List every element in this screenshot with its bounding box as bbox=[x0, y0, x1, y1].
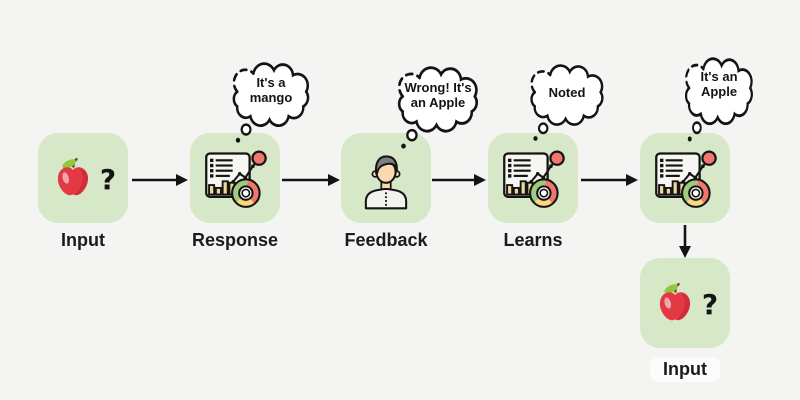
flow-node-feedback: Feedback bbox=[341, 133, 431, 250]
flow-node-input-1: ? Input bbox=[38, 133, 128, 250]
node-box bbox=[640, 133, 730, 223]
thought-cloud-icon bbox=[525, 64, 609, 144]
thought-bubble-learns: Noted bbox=[525, 64, 609, 144]
node-box bbox=[190, 133, 280, 223]
person-icon bbox=[356, 148, 416, 212]
node-box: ? bbox=[640, 258, 730, 348]
thought-text: It's a mango bbox=[249, 75, 293, 105]
node-box: ? bbox=[38, 133, 128, 223]
analytics-chart-icon bbox=[652, 145, 718, 211]
node-label-response: Response bbox=[191, 230, 279, 250]
thought-bubble-response: It's a mango bbox=[227, 62, 315, 146]
thought-text: Wrong! It's an Apple bbox=[404, 80, 472, 110]
apple-icon bbox=[652, 280, 698, 326]
node-label-learns: Learns bbox=[503, 230, 563, 250]
flow-node-learns: Learns bbox=[488, 133, 578, 250]
arrow-right-1 bbox=[132, 174, 188, 186]
analytics-chart-icon bbox=[202, 145, 268, 211]
flow-node-response: Response bbox=[190, 133, 280, 250]
thought-text: It's an Apple bbox=[700, 69, 738, 99]
arrow-right-3 bbox=[432, 174, 486, 186]
arrow-right-2 bbox=[282, 174, 340, 186]
thought-bubble-predicts: It's an Apple bbox=[680, 57, 758, 145]
flow-node-predicts bbox=[640, 133, 730, 223]
node-box bbox=[488, 133, 578, 223]
flow-node-input-2: ? Input bbox=[640, 258, 730, 382]
node-label-feedback: Feedback bbox=[344, 230, 428, 250]
node-box bbox=[341, 133, 431, 223]
question-mark: ? bbox=[99, 162, 117, 196]
arrow-down bbox=[679, 225, 691, 258]
thought-bubble-feedback: Wrong! It's an Apple bbox=[392, 66, 484, 152]
arrow-right-4 bbox=[581, 174, 638, 186]
question-mark: ? bbox=[701, 287, 719, 321]
node-label-input-1: Input bbox=[61, 230, 105, 250]
node-label-input-2: Input bbox=[650, 357, 720, 382]
analytics-chart-icon bbox=[500, 145, 566, 211]
apple-icon bbox=[50, 155, 96, 201]
thought-text: Noted bbox=[548, 85, 586, 100]
